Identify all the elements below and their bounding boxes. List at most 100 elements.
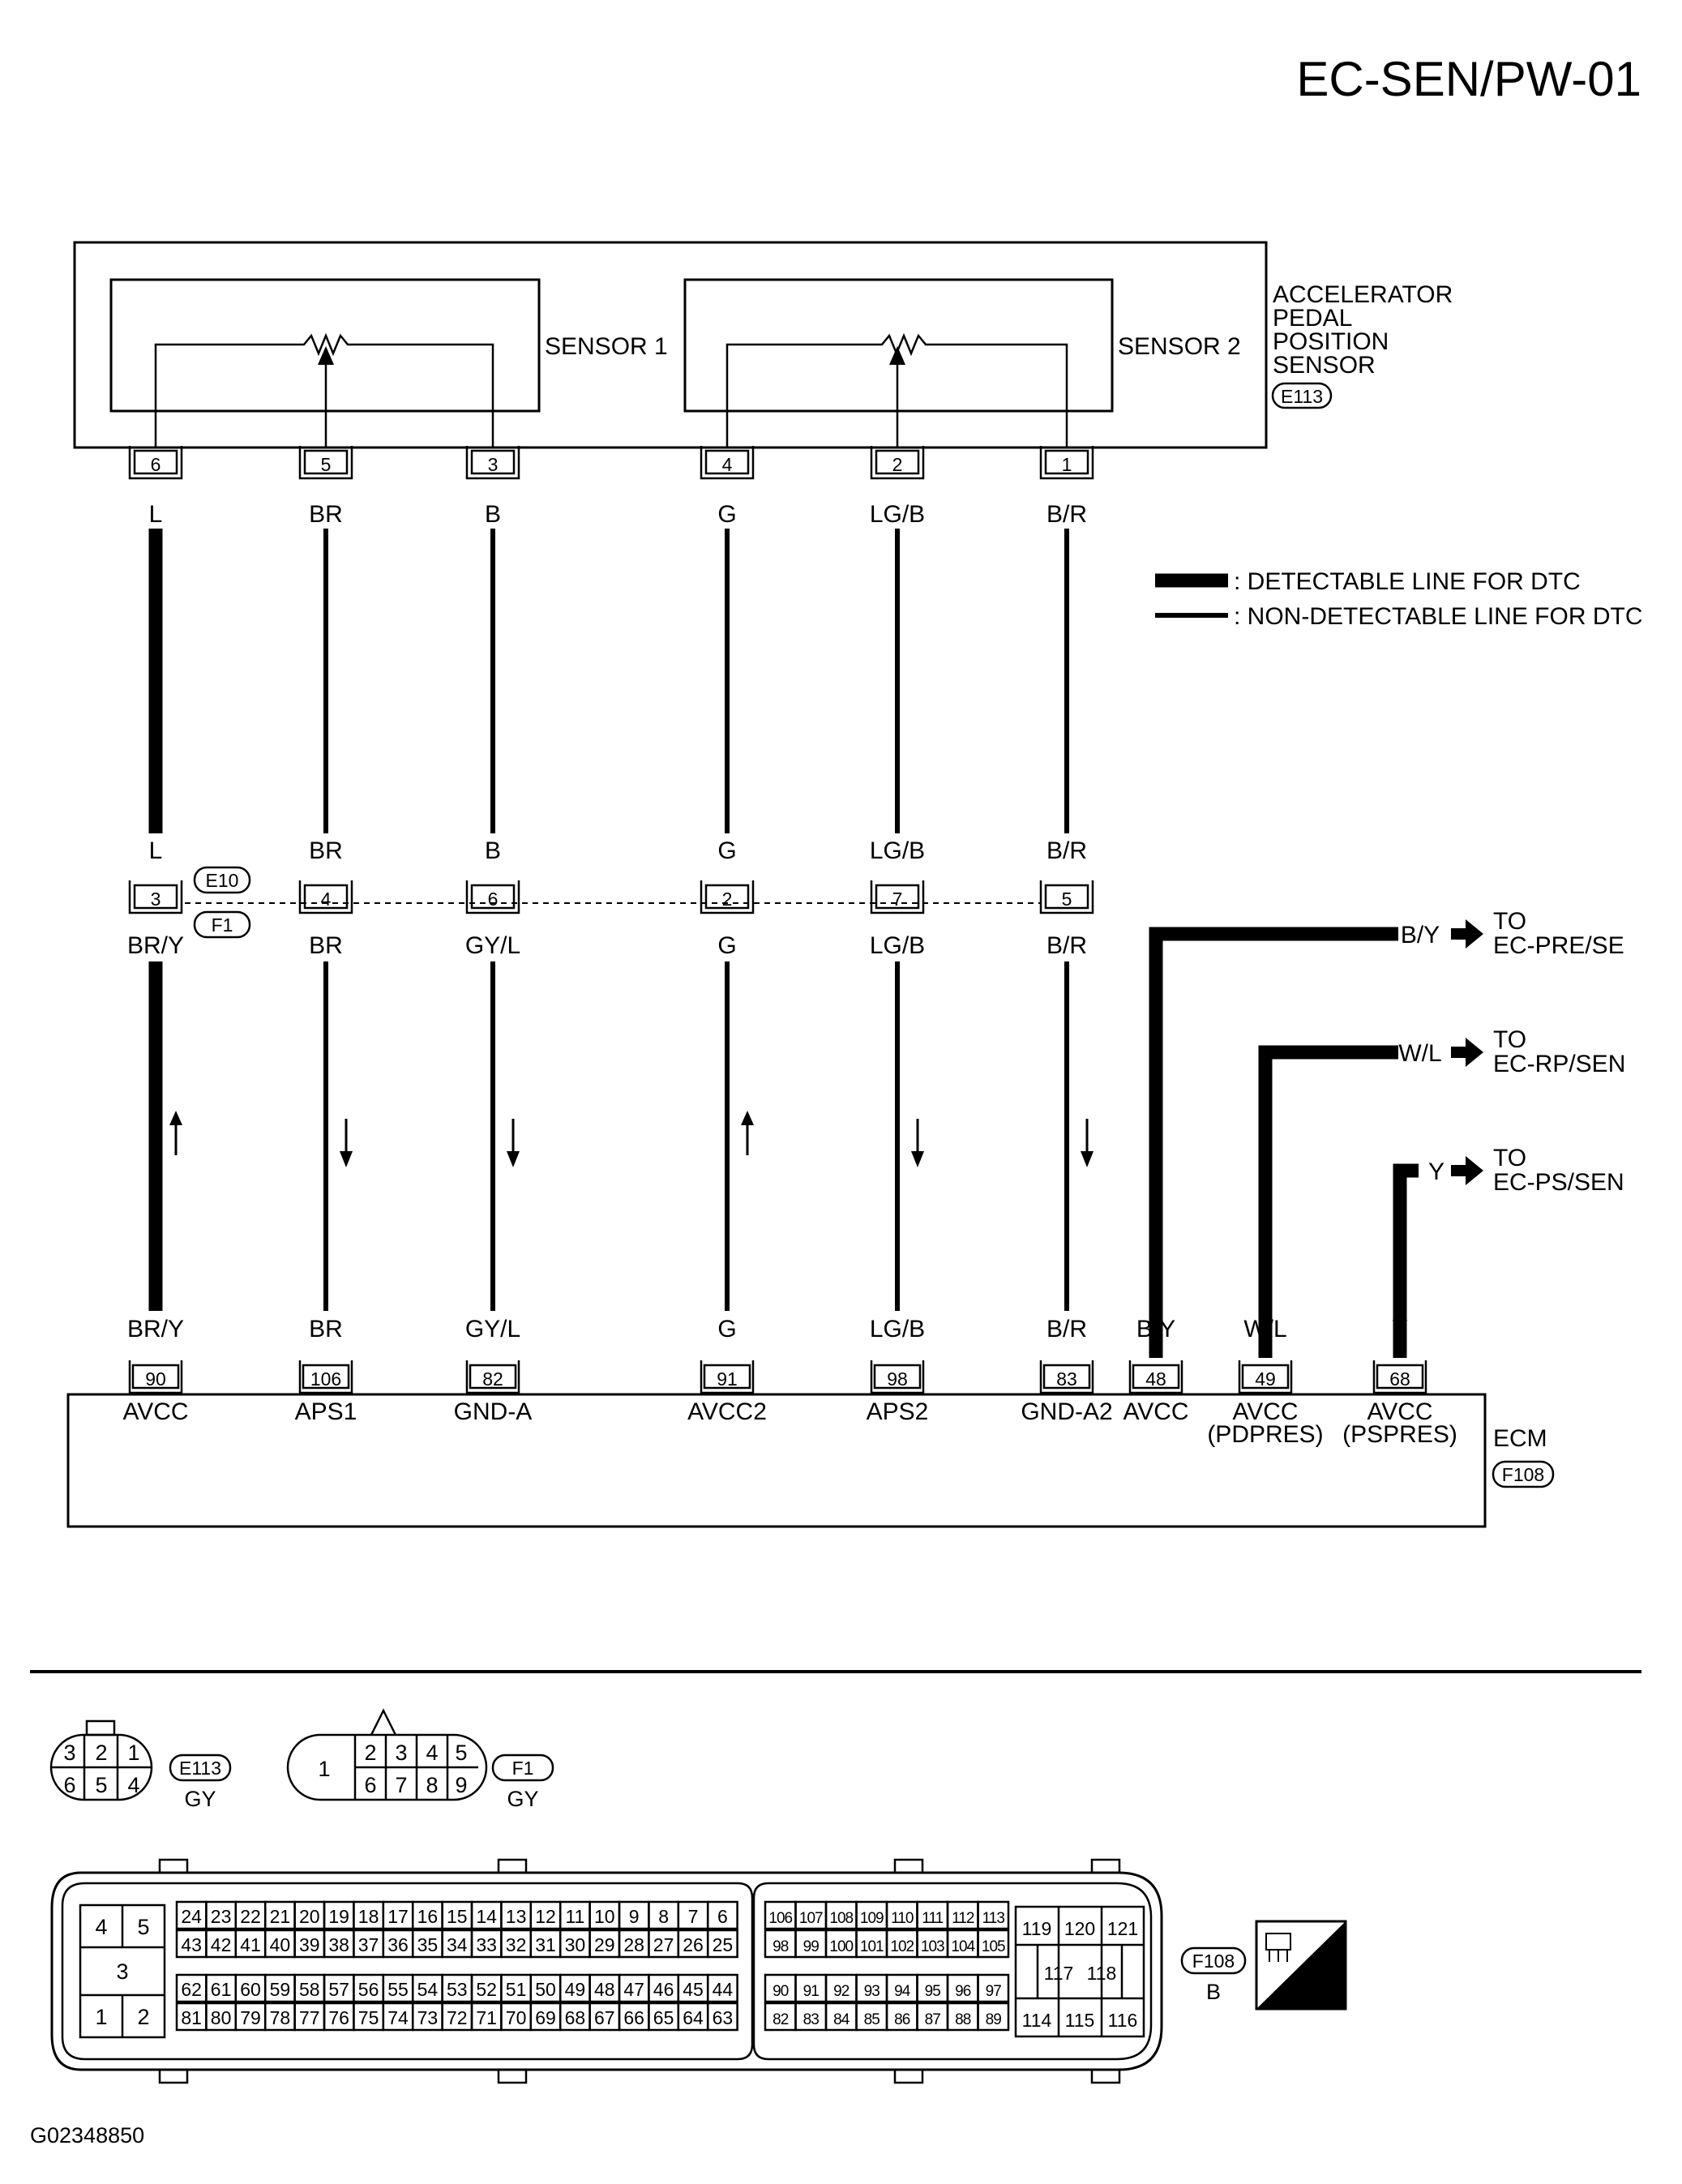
f108-pin: 102 <box>890 1938 914 1955</box>
junction-pin: 7 <box>870 880 925 914</box>
f108-pin: 104 <box>951 1938 975 1955</box>
f108-pin: 53 <box>447 1979 468 2000</box>
f108-pin: 52 <box>476 1979 497 2000</box>
f1-view-badge <box>491 1754 554 1782</box>
sensor2-label: SENSOR 2 <box>1118 333 1241 360</box>
f108-pin: 37 <box>358 1934 379 1955</box>
e113-view-color: GY <box>184 1787 216 1811</box>
ecm-wire-color: W/L <box>1243 1316 1286 1343</box>
wire-color-label: B <box>485 501 501 528</box>
sensor-pin-number: 6 <box>151 454 161 475</box>
ecm-terminal-name: (PSPRES) <box>1342 1421 1457 1448</box>
f108-pin: 96 <box>955 1983 971 2000</box>
f108-pin: 18 <box>358 1906 379 1927</box>
junction-pin-number: 3 <box>151 889 161 910</box>
ecm-terminal-name: AVCC <box>122 1398 188 1425</box>
f108-pin: 67 <box>594 2007 615 2028</box>
ecm-terminal-name: AVCC <box>1123 1398 1188 1425</box>
f108-pin: 105 <box>982 1938 1005 1955</box>
ecm-pin: 83 <box>1039 1360 1094 1394</box>
sensor-pin: 6 <box>128 446 183 480</box>
sensor-pin-number: 2 <box>892 454 903 475</box>
wire-color-label: B <box>485 837 501 864</box>
ecm-pin-number: 68 <box>1389 1368 1410 1390</box>
ecm-pin: 90 <box>128 1360 183 1394</box>
figure-code: G02348850 <box>30 2123 144 2148</box>
f108-pin: 98 <box>773 1938 789 1955</box>
sensor-connector-id: E113 <box>1281 386 1323 407</box>
ecm-wire-color: Y <box>1392 1316 1408 1343</box>
f108-pin: 73 <box>417 2007 439 2028</box>
ecm-wire-color: B/Y <box>1136 1316 1175 1343</box>
f108-pin-cell <box>977 1900 1010 1930</box>
f108-pin: 70 <box>506 2007 527 2028</box>
branch-destination: EC-PRE/SE <box>1493 932 1624 959</box>
ecm-pin-number: 106 <box>310 1368 341 1390</box>
f108-pin-cell <box>977 1929 1010 1959</box>
f108-pin: 95 <box>925 1983 941 2000</box>
f108-pin-cell <box>706 1900 738 1930</box>
ecm-terminal-name: APS1 <box>295 1398 357 1425</box>
f108-pin: 28 <box>623 1934 644 1955</box>
wire-color-label: BR <box>309 837 343 864</box>
f108-pin: 17 <box>387 1906 409 1927</box>
ecm-terminal-name: APS2 <box>867 1398 929 1425</box>
f108-connector-face: 4 5 3 1 2 <box>50 1858 1163 2084</box>
f108-pin: 120 <box>1064 1918 1095 1939</box>
junction-pin-number: 5 <box>1062 889 1072 910</box>
f108-pin: 108 <box>829 1910 853 1927</box>
ecm-wire-color: BR/Y <box>127 1316 184 1343</box>
branch-destination: TO <box>1493 1145 1526 1171</box>
f108-pin: 38 <box>328 1934 349 1955</box>
f108-pin: 27 <box>653 1934 674 1955</box>
ecm-connector-badge <box>1492 1460 1555 1488</box>
f108-pin: 12 <box>535 1906 556 1927</box>
branch-color-label: B/Y <box>1401 922 1440 949</box>
f108-pin: 33 <box>476 1934 497 1955</box>
ecm-terminal-name: AVCC <box>1232 1398 1298 1425</box>
f1-pin: 8 <box>426 1773 438 1797</box>
f108-pin: 81 <box>181 2007 202 2028</box>
f108-pin: 65 <box>653 2007 674 2028</box>
branch-color-label: W/L <box>1398 1040 1441 1067</box>
f108-pin: 4 <box>95 1915 107 1939</box>
f108-pin: 76 <box>328 2007 349 2028</box>
f108-pin-cell <box>706 2002 738 2032</box>
wire-color-label: B/R <box>1046 837 1087 864</box>
f108-pin: 117 <box>1044 1963 1074 1984</box>
ecm-pin-number: 49 <box>1255 1368 1276 1390</box>
f108-pin: 60 <box>240 1979 261 2000</box>
f108-pin: 115 <box>1065 2010 1095 2031</box>
wire-group: 6LL3BR/YBR/Y90AVCC5BRBR4BRBR106APS13BB6G… <box>122 446 1625 1448</box>
e113-pin: 1 <box>127 1741 139 1765</box>
e113-connector-face: 3 2 1 6 5 4 <box>49 1719 153 1801</box>
wire-color-label: G <box>717 932 736 959</box>
f108-pin: 107 <box>799 1910 823 1927</box>
wire-color-label: B/R <box>1046 932 1087 959</box>
ecm-pin: 49 <box>1238 1360 1293 1394</box>
f1-connector-face: 1 2 3 4 5 6 7 8 9 <box>286 1708 488 1801</box>
f108-pin: 72 <box>447 2007 468 2028</box>
f108-pin: 44 <box>713 1979 734 2000</box>
wire-color-label: G <box>717 837 736 864</box>
ecm-connector-id: F108 <box>1502 1464 1544 1485</box>
e113-pin: 6 <box>63 1773 75 1797</box>
f1-pin: 6 <box>364 1773 376 1797</box>
f108-pin: 88 <box>955 2011 971 2028</box>
e113-view-id: E113 <box>179 1758 221 1779</box>
legend-nondetectable-label: : NON-DETECTABLE LINE FOR DTC <box>1234 603 1643 630</box>
f108-pin: 74 <box>387 2007 409 2028</box>
arrow-down-icon <box>911 1151 924 1167</box>
f108-pin: 48 <box>594 1979 615 2000</box>
ecm-pin-number: 48 <box>1145 1368 1166 1390</box>
wire-color-label: L <box>149 837 163 864</box>
f108-pin: 56 <box>358 1979 379 2000</box>
f108-pin: 116 <box>1108 2010 1138 2031</box>
ecm-pin-number: 91 <box>717 1368 738 1390</box>
arrow-right-icon <box>1451 919 1483 949</box>
ecm-pin-number: 98 <box>887 1368 908 1390</box>
ecm-pin-number: 82 <box>482 1368 503 1390</box>
f108-pin: 82 <box>773 2011 789 2028</box>
ecm-terminal-name: GND-A <box>454 1398 533 1425</box>
f108-pin: 13 <box>506 1906 527 1927</box>
